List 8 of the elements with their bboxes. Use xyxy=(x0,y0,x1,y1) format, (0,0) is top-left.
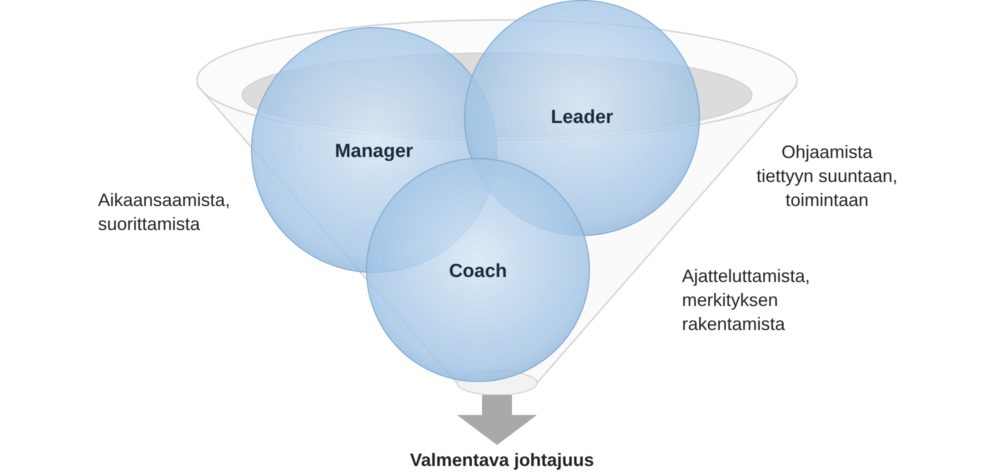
description-text: Ohjaamista tiettyyn suuntaan, toimintaan xyxy=(755,141,899,212)
description-text: Ajatteluttamista, merkityksen rakentamista xyxy=(682,265,812,336)
circle-label: Coach xyxy=(448,261,508,283)
description-text: Aikaansaamista, suorittamista xyxy=(98,189,232,236)
down-arrow xyxy=(457,395,537,445)
result-label: Valmentava johtajuus xyxy=(410,450,594,471)
circle-label: Manager xyxy=(334,141,414,163)
circle-label: Leader xyxy=(550,107,614,129)
